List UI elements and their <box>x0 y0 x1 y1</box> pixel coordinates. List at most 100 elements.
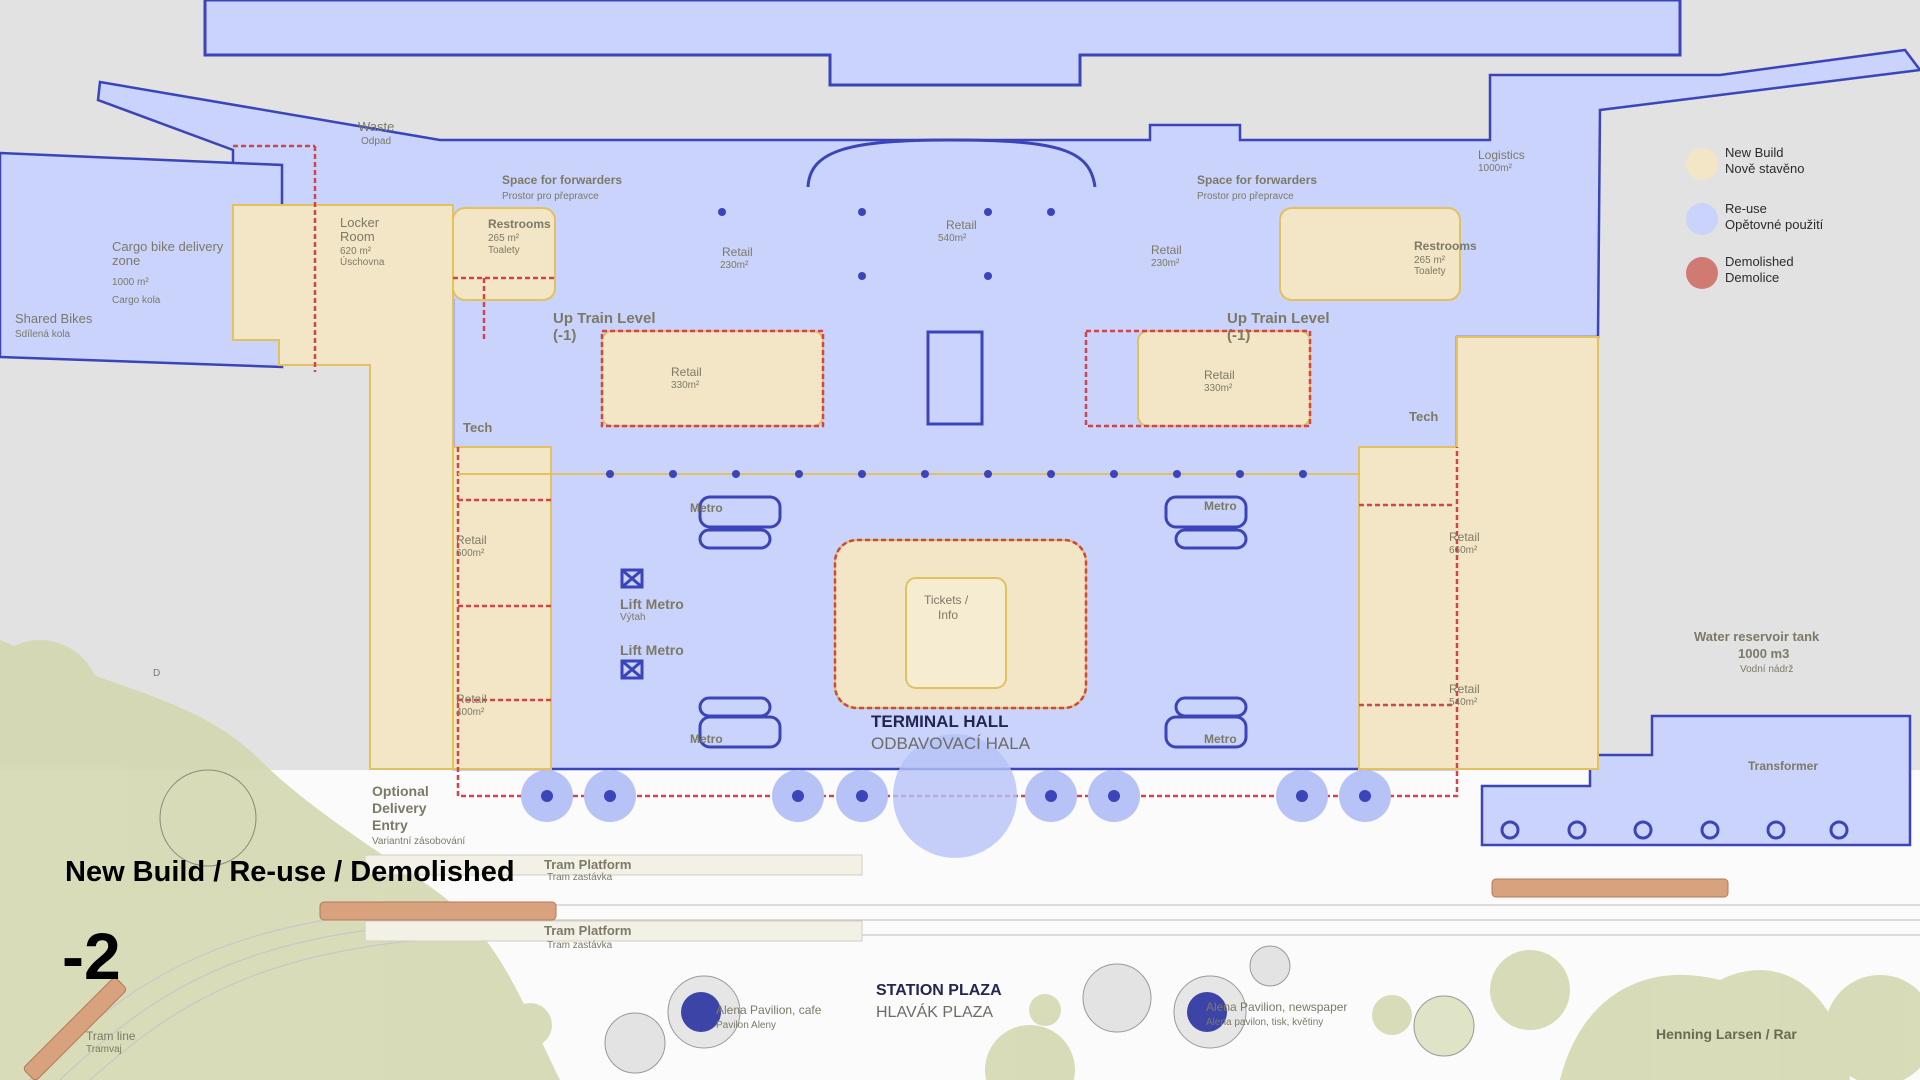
forwarders-right-sub: Prostor pro přepravce <box>1197 191 1294 202</box>
terminal-hall-label: TERMINAL HALL <box>871 712 1009 731</box>
tram-platform-2-label: Tram Platform <box>544 923 632 938</box>
legend-swatch-demolished <box>1686 257 1718 289</box>
logistics-area: 1000m² <box>1478 163 1512 174</box>
plan-title: New Build / Re-use / Demolished <box>65 856 515 888</box>
restrooms-left-area: 265 m² <box>488 233 520 244</box>
legend-swatch-new-build <box>1686 148 1718 180</box>
legend-label: New Build <box>1725 145 1784 160</box>
tree-ring <box>159 769 257 867</box>
water-tank-volume: 1000 m3 <box>1738 646 1790 661</box>
lift-metro-1-sub: Výtah <box>620 612 646 623</box>
up-train-right-sub: (-1) <box>1227 327 1251 344</box>
restrooms-right-area: 265 m² <box>1414 255 1446 266</box>
tickets-label: Tickets / <box>924 593 969 607</box>
tech-left-label: Tech <box>463 420 493 435</box>
logistics-label: Logistics <box>1478 148 1525 162</box>
restrooms-right-sub: Toalety <box>1414 266 1446 277</box>
retail-330-right-area: 330m² <box>1204 383 1233 394</box>
retail-660-area: 660m² <box>1449 545 1478 556</box>
legend-label: Demolished <box>1725 254 1794 269</box>
water-tank-label: Water reservoir tank <box>1694 629 1820 644</box>
legend-sub: Nově stavěno <box>1725 161 1805 176</box>
info-label: Info <box>938 608 959 622</box>
retail-230-left-label: Retail <box>722 245 753 259</box>
retail-540-top-label: Retail <box>946 218 977 232</box>
delivery-label: Optional <box>372 783 429 799</box>
cargo-label: Cargo bike delivery zone <box>112 239 224 269</box>
tram-platform-2 <box>364 920 863 942</box>
retail-600-label: Retail <box>456 533 487 547</box>
cargo-sub: Cargo kola <box>112 295 161 306</box>
legend-sub: Opětovné použití <box>1725 217 1824 232</box>
retail-540-top-area: 540m² <box>938 233 967 244</box>
retail-230-left-area: 230m² <box>720 260 749 271</box>
retail-230-right-area: 230m² <box>1151 258 1180 269</box>
shared-bikes-label: Shared Bikes <box>15 311 93 326</box>
tram-vehicle <box>319 901 557 921</box>
retail-330-right-label: Retail <box>1204 368 1235 382</box>
pavilions <box>604 945 1475 1074</box>
metro-label: Metro <box>1204 732 1237 746</box>
pavilion-cafe-label: Alena Pavilion, cafe <box>716 1003 822 1017</box>
tram-vehicle <box>1491 878 1729 898</box>
escalators <box>698 138 1248 749</box>
retail-660-label: Retail <box>1449 530 1480 544</box>
lift-metro-1-label: Lift Metro <box>620 596 684 612</box>
water-tank-sub: Vodní nádrž <box>1740 664 1794 675</box>
retail-230-right-label: Retail <box>1151 243 1182 257</box>
metro-label: Metro <box>690 501 723 515</box>
retail-400-label: Retail <box>456 692 487 706</box>
legend-sub: Demolice <box>1725 270 1780 285</box>
metro-label: Metro <box>690 732 723 746</box>
retail-600-area: 600m² <box>456 548 485 559</box>
up-train-left-label: Up Train Level <box>553 310 656 327</box>
level-number: -2 <box>62 919 121 993</box>
retail-330-left-area: 330m² <box>671 380 700 391</box>
waste-sub: Odpad <box>361 136 392 147</box>
retail-540-right-label: Retail <box>1449 682 1480 696</box>
delivery-sub: Variantní zásobování <box>372 836 466 847</box>
retail-540-right-area: 540m² <box>1449 697 1478 708</box>
lift-metro-2-label: Lift Metro <box>620 642 684 658</box>
forwarders-left-label: Space for forwarders <box>502 173 623 187</box>
tech-right-label: Tech <box>1409 409 1439 424</box>
forwarders-left-sub: Prostor pro přepravce <box>502 191 599 202</box>
tram-platform-1-label: Tram Platform <box>544 857 632 872</box>
restrooms-left-sub: Toalety <box>488 245 520 256</box>
up-train-right-label: Up Train Level <box>1227 310 1330 327</box>
station-plaza-sub: HLAVÁK PLAZA <box>876 1004 994 1021</box>
credit-label: Henning Larsen / Rar <box>1656 1026 1797 1042</box>
legend-label: Re-use <box>1725 201 1767 216</box>
tram-platform-1-sub: Tram zastávka <box>547 872 613 883</box>
forwarders-right-label: Space for forwarders <box>1197 173 1318 187</box>
tram-line-label: Tram line <box>86 1029 136 1043</box>
d-marker: D <box>153 668 161 679</box>
tram-vehicle <box>23 977 127 1080</box>
pavilion-news-sub: Alena pavilon, tisk, květiny <box>1206 1017 1324 1028</box>
delivery-label-2: Delivery <box>372 800 427 816</box>
tram-platform-1 <box>364 854 863 876</box>
retail-330-left-label: Retail <box>671 365 702 379</box>
locker-area: 620 m² <box>340 246 372 257</box>
pavilion-news-label: Alena Pavilion, newspaper <box>1206 1000 1348 1014</box>
pavilion-cafe-sub: Pavilon Aleny <box>716 1020 777 1031</box>
transformer-circles <box>1500 820 1849 840</box>
pillar-dots <box>606 208 1307 478</box>
terminal-hall-sub: ODBAVOVACÍ HALA <box>871 734 1031 753</box>
waste-label: Waste <box>358 119 395 134</box>
trees <box>0 640 1920 1080</box>
facade-columns <box>521 734 1391 858</box>
station-plaza-label: STATION PLAZA <box>876 982 1002 999</box>
historic-building <box>203 0 1682 87</box>
legend-swatch-reuse <box>1686 203 1718 235</box>
new-build-areas <box>232 204 1599 770</box>
tram-line-sub: Tramvaj <box>86 1044 122 1055</box>
metro-label: Metro <box>1204 499 1237 513</box>
locker-sub: Úschovna <box>340 257 385 268</box>
retail-400-area: 400m² <box>456 707 485 718</box>
shared-bikes-sub: Sdílená kola <box>15 329 71 340</box>
delivery-label-3: Entry <box>372 817 408 833</box>
transformer-label: Transformer <box>1748 759 1819 773</box>
lift-icons <box>620 568 644 680</box>
